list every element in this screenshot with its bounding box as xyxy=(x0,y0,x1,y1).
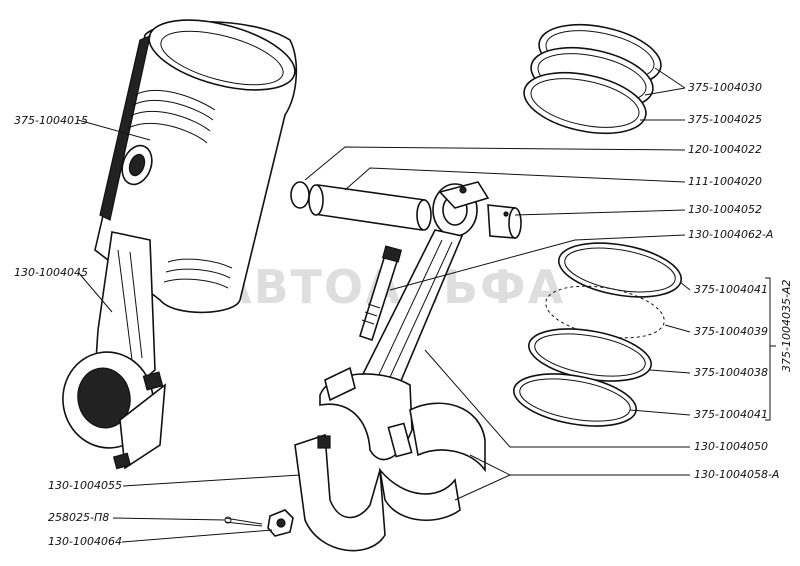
label-nut: 130-1004064 xyxy=(48,535,122,548)
label-piston-assembly: 375-1004015 xyxy=(14,114,88,127)
label-pin-circlip: 120-1004022 xyxy=(688,143,762,156)
oil-ring-set-bracket xyxy=(765,277,771,421)
compression-rings xyxy=(523,23,662,135)
label-rod-bolt: 130-1004062-А xyxy=(688,228,773,241)
label-ring-second: 375-1004025 xyxy=(688,113,762,126)
piston-liner-assembly xyxy=(62,19,298,470)
bearing-shells xyxy=(378,402,486,521)
castle-nut xyxy=(267,509,294,537)
label-bushing: 130-1004052 xyxy=(688,203,762,216)
label-piston-pin: 111-1004020 xyxy=(688,175,762,188)
oil-ring-set xyxy=(512,242,683,427)
label-cotter-pin: 258025-П8 xyxy=(48,511,109,524)
label-oil-ring-set: 375-1004035-А2 xyxy=(780,280,793,372)
label-oil-ring-expander: 375-1004039 xyxy=(694,325,768,338)
label-ring-top: 375-1004030 xyxy=(688,81,762,94)
label-oil-ring-rail-b: 375-1004041 xyxy=(694,408,768,421)
label-connecting-rod: 130-1004050 xyxy=(694,440,768,453)
label-oil-ring-rail-a: 375-1004041 xyxy=(694,283,768,296)
cotter-pin xyxy=(224,516,263,527)
callout-labels: 375-1004015 130-1004045 130-1004055 2580… xyxy=(14,81,793,548)
label-rod-assembly-left: 130-1004045 xyxy=(14,266,88,279)
label-bearing-shells: 130-1004058-А xyxy=(694,468,779,481)
piston-pin-group xyxy=(290,181,522,239)
rod-cap xyxy=(294,433,386,552)
label-oil-ring-spacer: 375-1004038 xyxy=(694,366,768,379)
connecting-rod xyxy=(319,181,490,461)
label-cap-bolt: 130-1004055 xyxy=(48,479,122,492)
leader-lines xyxy=(77,67,691,543)
